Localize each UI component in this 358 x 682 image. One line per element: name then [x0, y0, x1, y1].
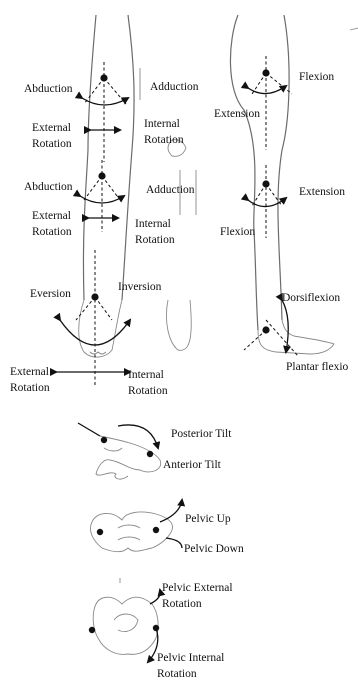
ankle-front-joint-group: [56, 250, 130, 385]
ankle-inversion-label: Inversion: [118, 280, 161, 294]
pelvis-obliquity-dot-right: [153, 527, 159, 533]
ankle-side-joint-dot: [262, 326, 269, 333]
hip-side-joint-dot: [262, 69, 269, 76]
pelvis-rotation-dot-right: [153, 625, 159, 631]
knee-side-joint-dot: [262, 180, 269, 187]
hip-abduction-label: Abduction: [24, 82, 73, 96]
pelvis-anterior-tilt-label: Anterior Tilt: [163, 458, 221, 472]
ankle-external-rotation-label: External Rotation: [10, 364, 50, 396]
ankle-plantar-flexion-label: Plantar flexio: [286, 360, 348, 374]
pelvis-down-label: Pelvic Down: [184, 542, 244, 556]
pelvis-posterior-tilt-label: Posterior Tilt: [171, 427, 231, 441]
knee-internal-rotation-label: Internal Rotation: [135, 216, 175, 248]
knee-flexion-label: Flexion: [220, 225, 255, 239]
knee-extension-label: Extension: [299, 185, 345, 199]
hip-extension-label: Extension: [214, 107, 260, 121]
knee-joint-dot: [98, 172, 105, 179]
ankle-side-joint-group: [244, 300, 298, 356]
hip-adduction-label: Adduction: [150, 80, 199, 94]
pelvis-rotation-dot-left: [89, 627, 95, 633]
ankle-internal-rotation-label: Internal Rotation: [128, 367, 168, 399]
pelvis-sagittal-dot-right: [147, 451, 153, 457]
ankle-eversion-label: Eversion: [30, 287, 71, 301]
knee-adduction-label: Adduction: [146, 183, 195, 197]
hip-internal-rotation-label: Internal Rotation: [144, 116, 184, 148]
pelvis-up-label: Pelvic Up: [185, 512, 231, 526]
pelvis-external-rotation-label: Pelvic External Rotation: [162, 580, 233, 612]
knee-external-rotation-label: External Rotation: [32, 208, 72, 240]
hip-flexion-label: Flexion: [299, 70, 334, 84]
pelvis-sagittal-dot-left: [101, 437, 107, 443]
ankle-joint-dot: [91, 293, 98, 300]
knee-abduction-label: Abduction: [24, 180, 73, 194]
hip-joint-dot: [100, 74, 107, 81]
pelvis-obliquity-group: [90, 500, 182, 552]
pelvis-rotation-group: [89, 590, 160, 662]
ankle-dorsiflexion-label: Dorsiflexion: [282, 291, 340, 305]
pelvis-internal-rotation-label: Pelvic Internal Rotation: [157, 650, 224, 682]
hip-external-rotation-label: External Rotation: [32, 120, 72, 152]
pelvis-tilt-group: [78, 423, 161, 479]
pelvis-obliquity-dot-left: [97, 529, 103, 535]
